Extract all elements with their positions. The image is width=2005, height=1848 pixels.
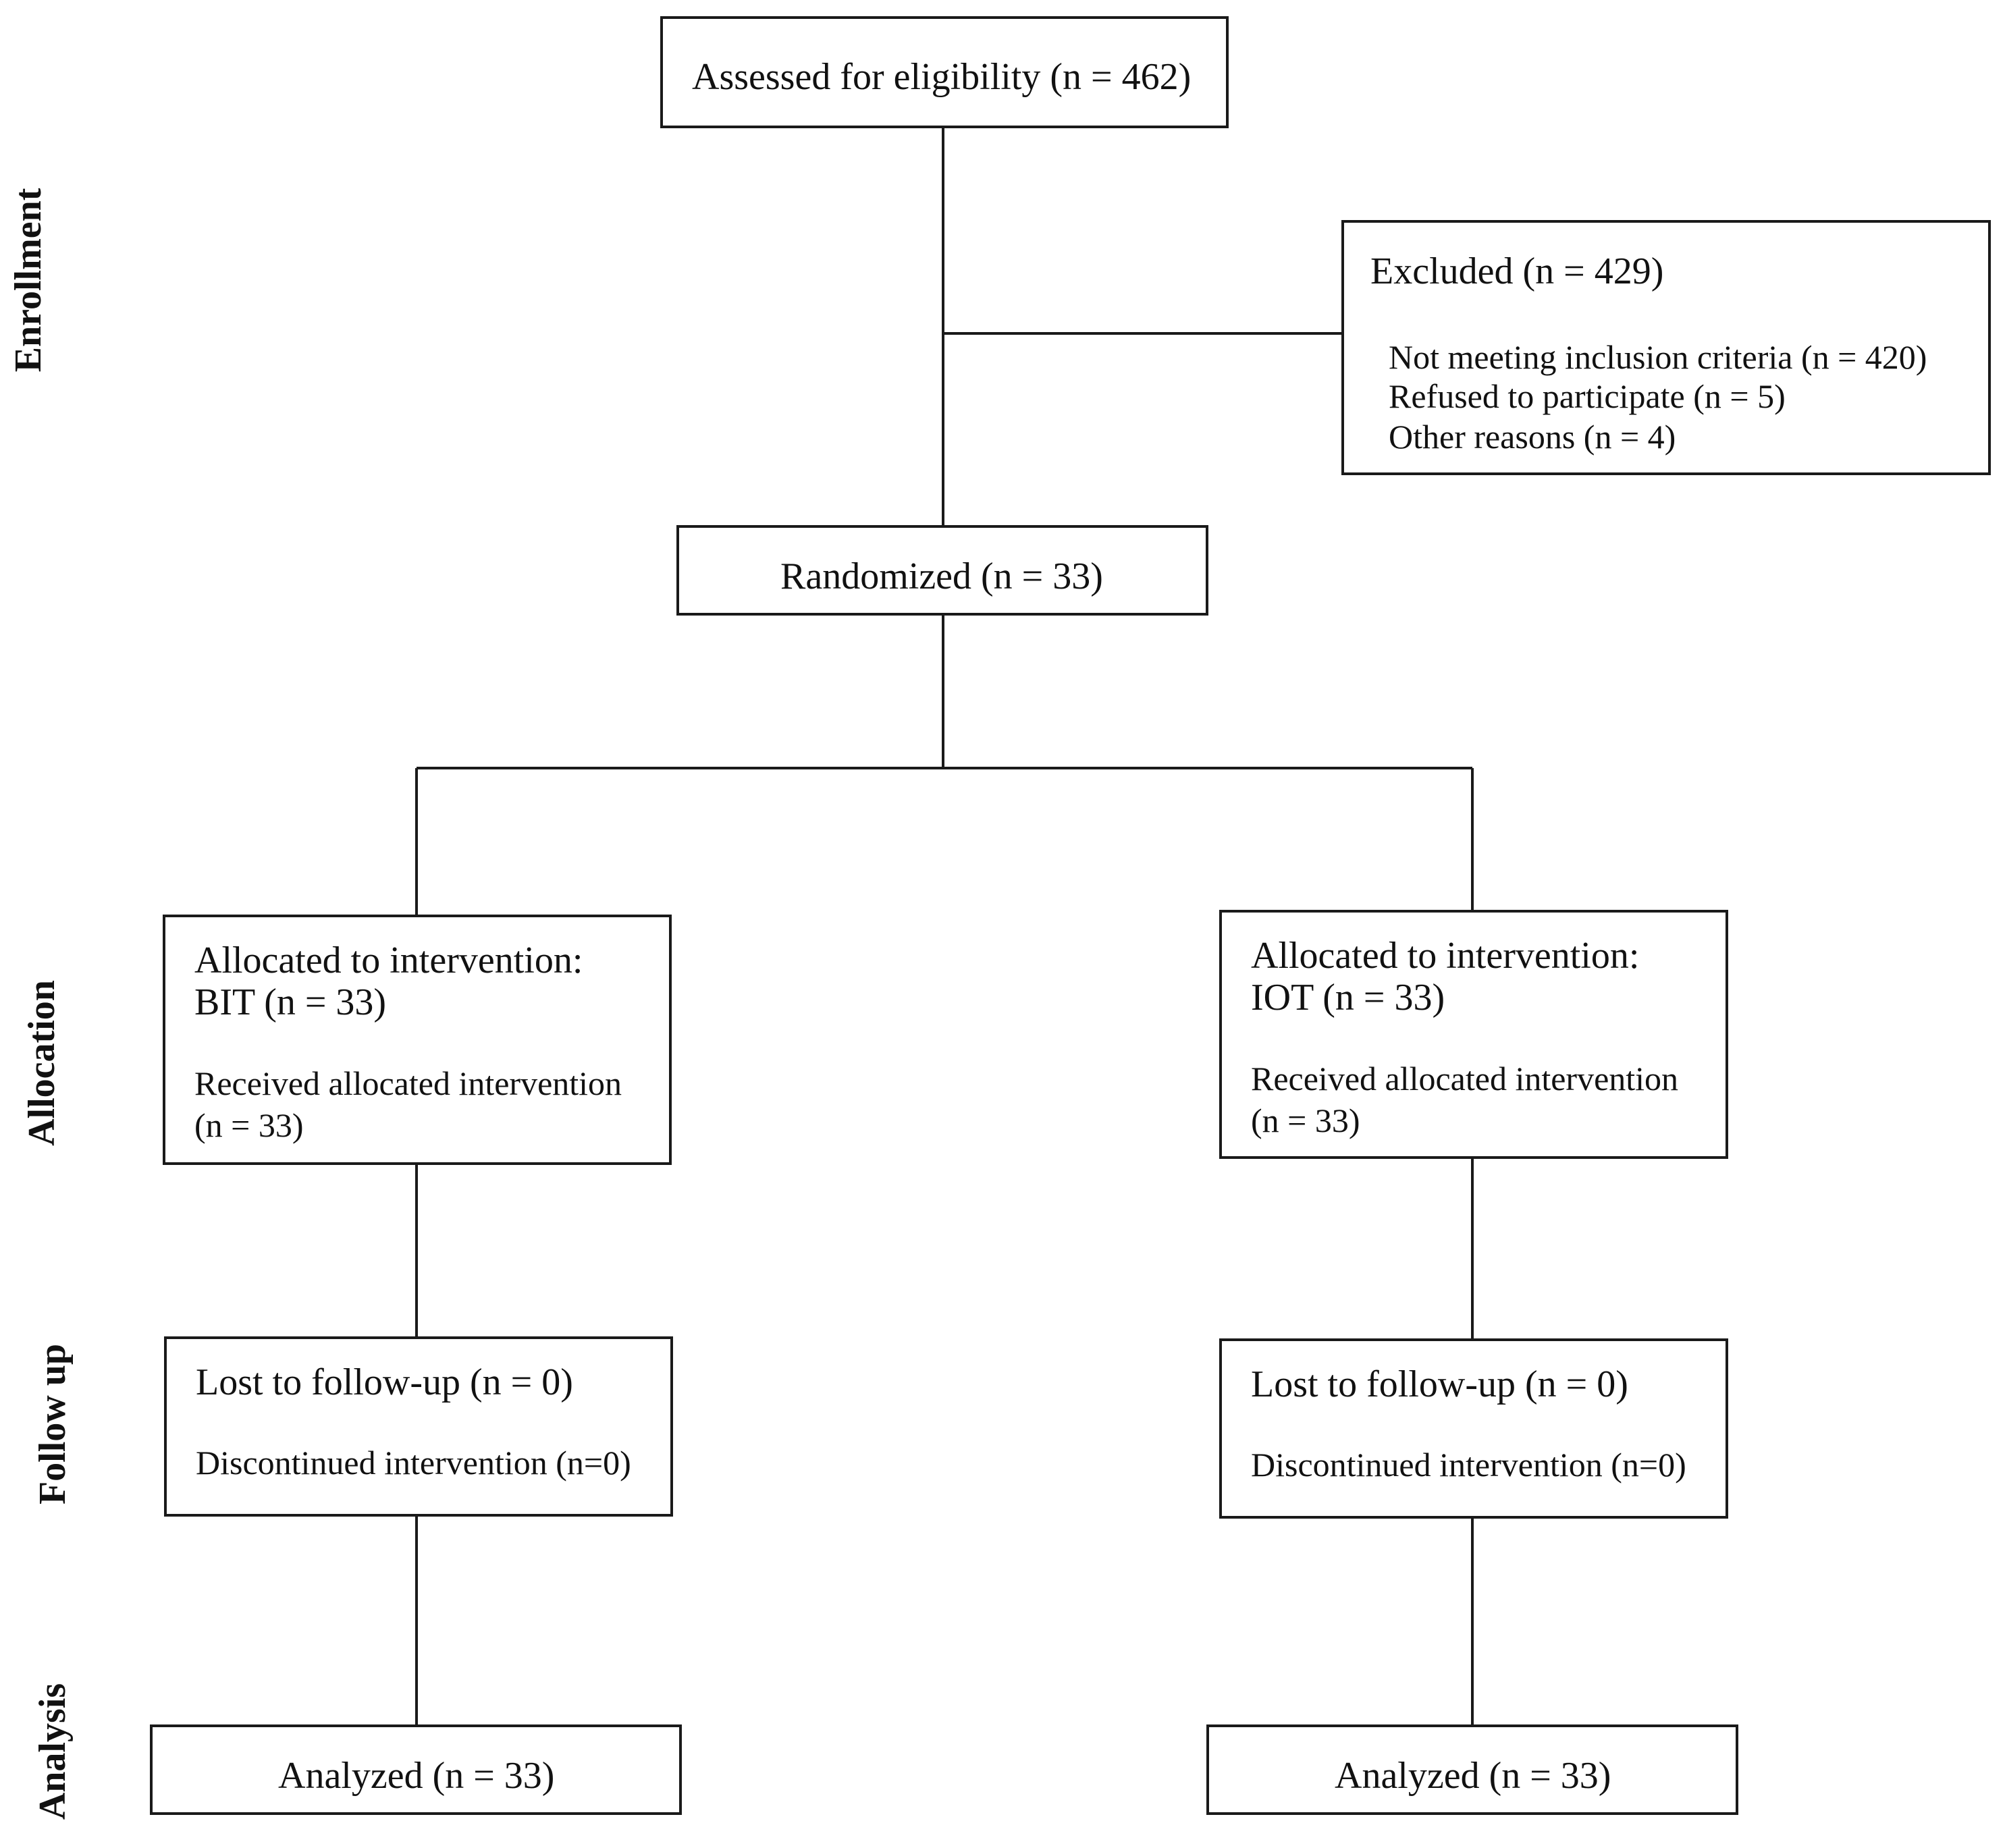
stage-label-allocation: Allocation (21, 980, 63, 1146)
iot-lost-to-followup: Lost to follow-up (n = 0) (1251, 1363, 1628, 1405)
bit-discontinued: Discontinued intervention (n=0) (196, 1444, 631, 1482)
excluded-title: Excluded (n = 429) (1370, 250, 1664, 292)
bit-allocated-line2: BIT (n = 33) (194, 981, 387, 1023)
iot-analyzed: Analyzed (n = 33) (1335, 1755, 1611, 1797)
iot-followup-box: Lost to follow-up (n = 0) Discontinued i… (1219, 1338, 1728, 1519)
stage-label-follow-up: Follow up (32, 1343, 74, 1505)
iot-allocation-box: Allocated to intervention: IOT (n = 33) … (1219, 910, 1728, 1159)
bit-analysis-box: Analyzed (n = 33) (150, 1724, 682, 1815)
assessed-text: Assessed for eligibility (n = 462) (692, 56, 1192, 98)
stage-label-enrollment: Enrollment (7, 188, 49, 373)
iot-received-line2: (n = 33) (1251, 1102, 1360, 1139)
assessed-box: Assessed for eligibility (n = 462) (660, 16, 1229, 128)
excluded-reason-3: Other reasons (n = 4) (1389, 418, 1676, 456)
randomized-box: Randomized (n = 33) (676, 525, 1208, 616)
bit-followup-box: Lost to follow-up (n = 0) Discontinued i… (164, 1336, 673, 1517)
bit-received-line2: (n = 33) (194, 1106, 304, 1144)
bit-allocated-line1: Allocated to intervention: (194, 940, 583, 981)
excluded-reason-2: Refused to participate (n = 5) (1389, 377, 1786, 415)
stage-label-analysis: Analysis (32, 1683, 74, 1820)
iot-allocated-line1: Allocated to intervention: (1251, 935, 1640, 977)
randomized-text: Randomized (n = 33) (780, 555, 1103, 597)
iot-analysis-box: Analyzed (n = 33) (1206, 1724, 1738, 1815)
bit-allocation-box: Allocated to intervention: BIT (n = 33) … (163, 915, 672, 1165)
iot-received-line1: Received allocated intervention (1251, 1060, 1679, 1097)
excluded-reason-1: Not meeting inclusion criteria (n = 420) (1389, 338, 1927, 376)
excluded-box: Excluded (n = 429) Not meeting inclusion… (1341, 220, 1991, 475)
bit-lost-to-followup: Lost to follow-up (n = 0) (196, 1361, 573, 1403)
iot-allocated-line2: IOT (n = 33) (1251, 977, 1445, 1018)
bit-analyzed: Analyzed (n = 33) (278, 1755, 555, 1797)
bit-received-line1: Received allocated intervention (194, 1064, 622, 1102)
iot-discontinued: Discontinued intervention (n=0) (1251, 1446, 1686, 1484)
